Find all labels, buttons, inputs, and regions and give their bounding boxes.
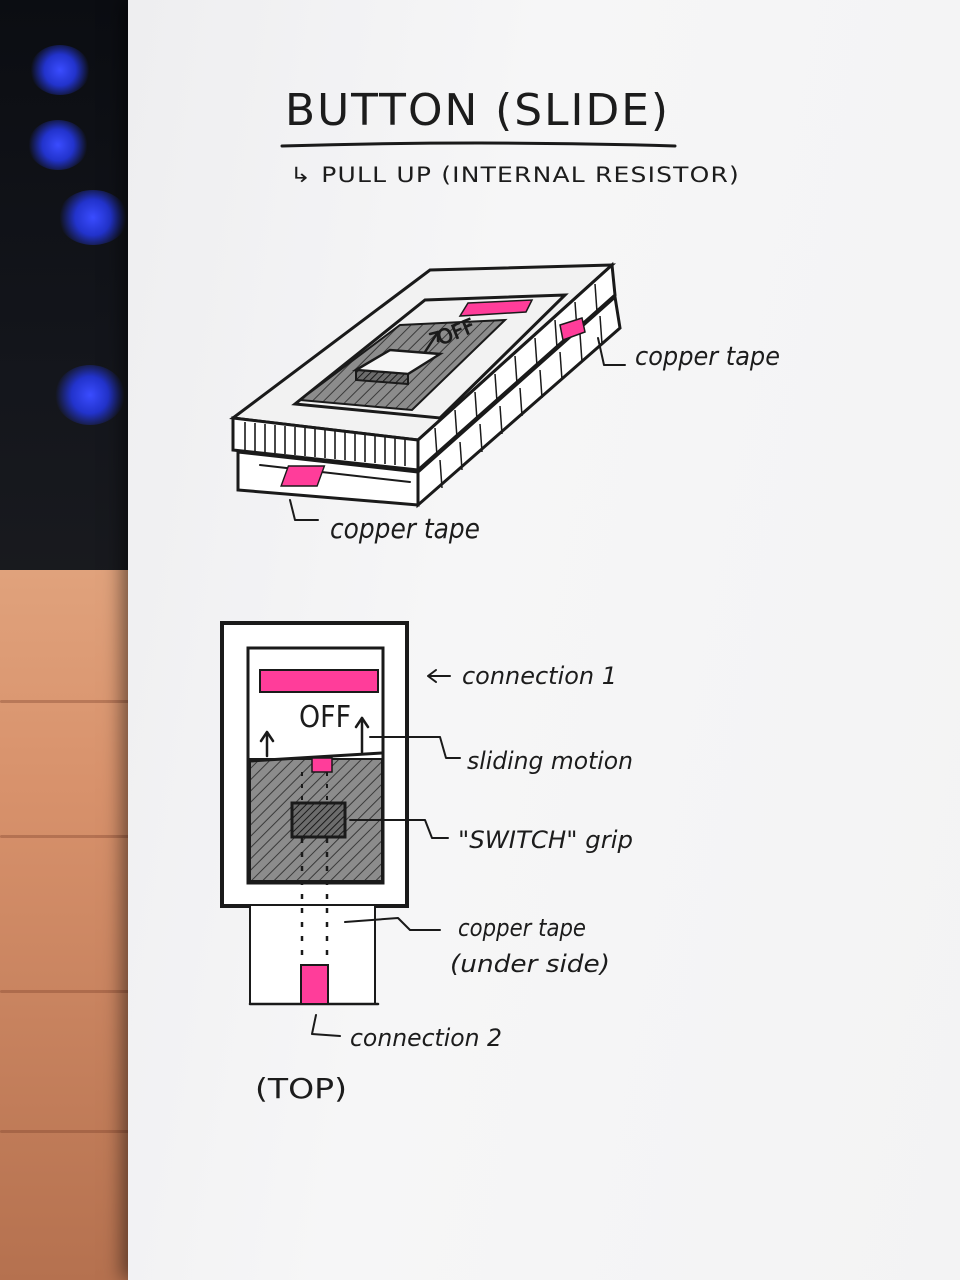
motion-arrowhead-right — [354, 716, 370, 729]
isometric-switch: OFF copper tape copper tape — [229, 261, 780, 545]
iso-front-hatching — [244, 422, 406, 466]
iso-pointer-copper-bottom — [289, 499, 319, 521]
iso-bottom-side — [416, 294, 622, 509]
pointer-sliding-motion — [369, 736, 461, 759]
iso-grip-front — [355, 368, 409, 386]
keyboard-backlight — [30, 45, 90, 95]
connection-1-strip — [259, 669, 379, 693]
label-sliding-motion: sliding motion — [467, 747, 633, 775]
page-title: BUTTON (SLIDE) — [285, 85, 670, 136]
label-switch-grip: "SWITCH" grip — [458, 826, 633, 854]
iso-copper-pad-bottom — [280, 465, 326, 487]
keyboard-backlight — [28, 120, 88, 170]
motion-arrowhead-left — [259, 730, 275, 743]
label-copper-tape-line1: copper tape — [458, 914, 586, 942]
iso-arrowhead — [428, 330, 440, 343]
iso-side-hatching — [434, 283, 598, 457]
pointer-copper-tape — [344, 917, 441, 931]
switch-grip — [290, 801, 347, 839]
iso-recess-outer — [291, 293, 569, 420]
label-connection-2: connection 2 — [350, 1024, 502, 1052]
pointer-switch-grip — [349, 819, 449, 839]
pointer-connection-2 — [311, 1014, 341, 1037]
label-top-view: (TOP) — [255, 1072, 347, 1105]
iso-label-copper-top: copper tape — [635, 342, 780, 372]
finger-crease — [0, 990, 150, 993]
finger-crease — [0, 1130, 150, 1133]
iso-copper-strip — [458, 299, 534, 317]
keyboard-backlight — [58, 190, 128, 245]
top-off-label: OFF — [299, 700, 351, 735]
keyboard-backlight — [55, 365, 125, 425]
iso-gap-line — [259, 464, 411, 483]
slider-top-edge — [248, 751, 384, 763]
connection-2-pad — [300, 964, 329, 1005]
iso-copper-pad-side — [559, 317, 586, 342]
pointer-connection-1 — [427, 669, 451, 683]
page-subtitle: ↳ PULL UP (INTERNAL RESISTOR) — [290, 163, 740, 187]
finger-crease — [0, 835, 150, 838]
label-connection-1: connection 1 — [462, 662, 617, 690]
label-copper-tape-line2: (under side) — [450, 950, 610, 978]
iso-pointer-copper-top — [597, 337, 626, 366]
iso-arrow — [423, 330, 440, 354]
top-view-switch: OFF connection 1 sliding motion "SWITCH"… — [220, 621, 633, 1105]
slider-copper-notch — [311, 757, 333, 773]
iso-label-copper-bottom: copper tape — [330, 512, 480, 545]
title-underline — [280, 141, 677, 148]
iso-bottom-side-hatching — [439, 315, 603, 489]
finger-crease — [0, 700, 150, 703]
